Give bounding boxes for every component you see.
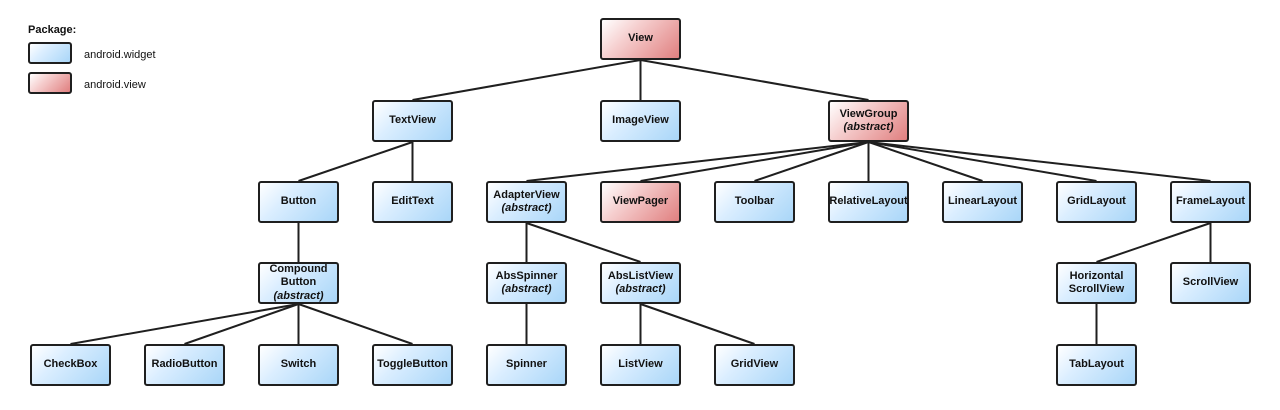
legend-label-view: android.view xyxy=(84,79,146,91)
node-button: Button xyxy=(258,181,339,223)
node-label: TextView xyxy=(389,114,436,127)
edge-abslistview-gridview xyxy=(640,303,755,345)
node-listview: ListView xyxy=(600,344,681,386)
node-abstract-label: (abstract) xyxy=(843,121,894,133)
node-label: Spinner xyxy=(506,358,547,371)
edge-framelayout-horizontalscrollview xyxy=(1096,222,1211,263)
node-label: ViewGroup xyxy=(839,107,898,120)
node-switch: Switch xyxy=(258,344,339,386)
node-label: LinearLayout xyxy=(947,195,1018,208)
node-label: Compound xyxy=(269,263,328,276)
node-label: FrameLayout xyxy=(1175,195,1246,208)
node-label: RelativeLayout xyxy=(829,195,908,208)
edge-viewgroup-framelayout xyxy=(868,141,1211,182)
node-scrollview: ScrollView xyxy=(1170,262,1251,304)
node-relativelayout: RelativeLayout xyxy=(828,181,909,223)
node-label: AbsListView xyxy=(607,269,674,282)
edge-compoundbutton-radiobutton xyxy=(184,303,299,345)
legend-label-widget: android.widget xyxy=(84,49,156,61)
node-spinner: Spinner xyxy=(486,344,567,386)
node-linearlayout: LinearLayout xyxy=(942,181,1023,223)
node-adapterview: AdapterView(abstract) xyxy=(486,181,567,223)
node-label: ImageView xyxy=(612,114,669,127)
node-absspinner: AbsSpinner(abstract) xyxy=(486,262,567,304)
node-label: RadioButton xyxy=(151,358,218,371)
edge-adapterview-abslistview xyxy=(526,222,641,263)
node-label: GridView xyxy=(730,358,779,371)
legend-swatch-view xyxy=(28,72,72,94)
edge-compoundbutton-checkbox xyxy=(70,303,299,345)
node-gridview: GridView xyxy=(714,344,795,386)
node-label: Switch xyxy=(280,358,317,371)
edge-viewgroup-toolbar xyxy=(754,141,869,182)
node-imageview: ImageView xyxy=(600,100,681,142)
node-label: Button xyxy=(280,195,317,208)
node-togglebutton: ToggleButton xyxy=(372,344,453,386)
node-label: EditText xyxy=(391,195,434,208)
node-label: ScrollView xyxy=(1068,283,1125,295)
node-abslistview: AbsListView(abstract) xyxy=(600,262,681,304)
node-gridlayout: GridLayout xyxy=(1056,181,1137,223)
node-abstract-label: (abstract) xyxy=(273,289,324,302)
edge-view-textview xyxy=(412,59,641,101)
node-view: View xyxy=(600,18,681,60)
edge-viewgroup-viewpager xyxy=(640,141,869,182)
node-label: CheckBox xyxy=(43,358,98,371)
node-radiobutton: RadioButton xyxy=(144,344,225,386)
node-label: ToggleButton xyxy=(377,358,448,371)
node-abstract-label: (abstract) xyxy=(501,283,552,295)
node-toolbar: Toolbar xyxy=(714,181,795,223)
node-label: Button xyxy=(280,276,317,289)
node-label: AbsSpinner xyxy=(495,269,558,282)
node-abstract-label: (abstract) xyxy=(615,283,666,295)
node-edittext: EditText xyxy=(372,181,453,223)
node-checkbox: CheckBox xyxy=(30,344,111,386)
node-viewgroup: ViewGroup(abstract) xyxy=(828,100,909,142)
node-abstract-label: (abstract) xyxy=(501,202,552,214)
node-label: AdapterView xyxy=(493,188,560,201)
node-label: ViewPager xyxy=(612,195,669,208)
edge-viewgroup-gridlayout xyxy=(868,141,1097,182)
node-label: TabLayout xyxy=(1069,358,1124,371)
node-label: GridLayout xyxy=(1067,195,1126,208)
node-label: ScrollView xyxy=(1182,276,1239,289)
node-textview: TextView xyxy=(372,100,453,142)
legend-title: Package: xyxy=(28,24,77,36)
legend-swatch-widget xyxy=(28,42,72,64)
node-viewpager: ViewPager xyxy=(600,181,681,223)
node-label: ListView xyxy=(618,358,663,371)
edge-textview-button xyxy=(298,141,413,182)
edge-view-viewgroup xyxy=(640,59,869,101)
edge-viewgroup-adapterview xyxy=(526,141,869,182)
edge-compoundbutton-togglebutton xyxy=(298,303,413,345)
edge-viewgroup-linearlayout xyxy=(868,141,983,182)
node-label: Toolbar xyxy=(734,195,775,208)
node-tablayout: TabLayout xyxy=(1056,344,1137,386)
node-label: Horizontal xyxy=(1069,269,1124,282)
node-framelayout: FrameLayout xyxy=(1170,181,1251,223)
node-label: View xyxy=(628,32,653,45)
